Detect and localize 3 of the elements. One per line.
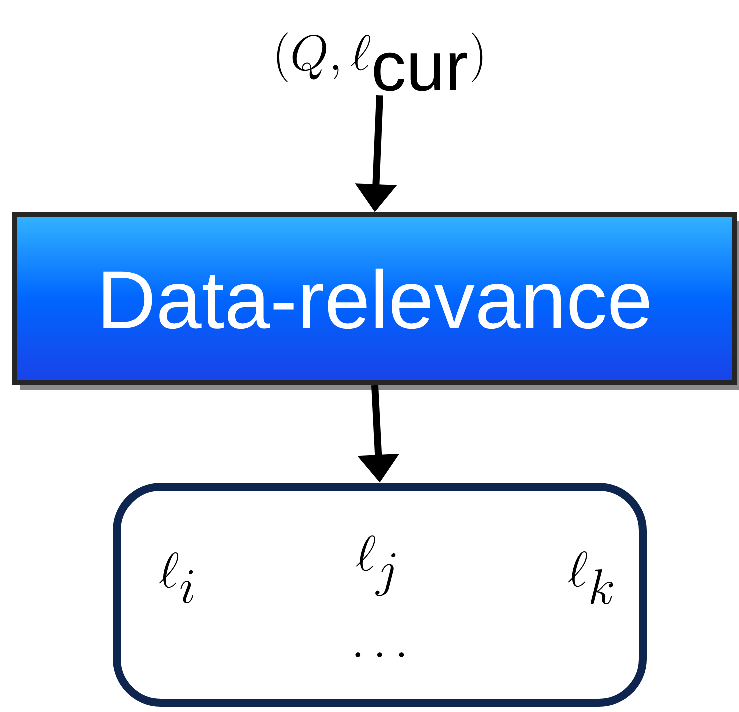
input-formula: $(Q, \ell_{\mathrm{cur}})$ (277, 32, 483, 92)
process-box: Data-relevance (12, 212, 739, 390)
list-box: $\ell_i$ $\ell_j$ $\ell_k$ $\dots$ (113, 483, 647, 707)
